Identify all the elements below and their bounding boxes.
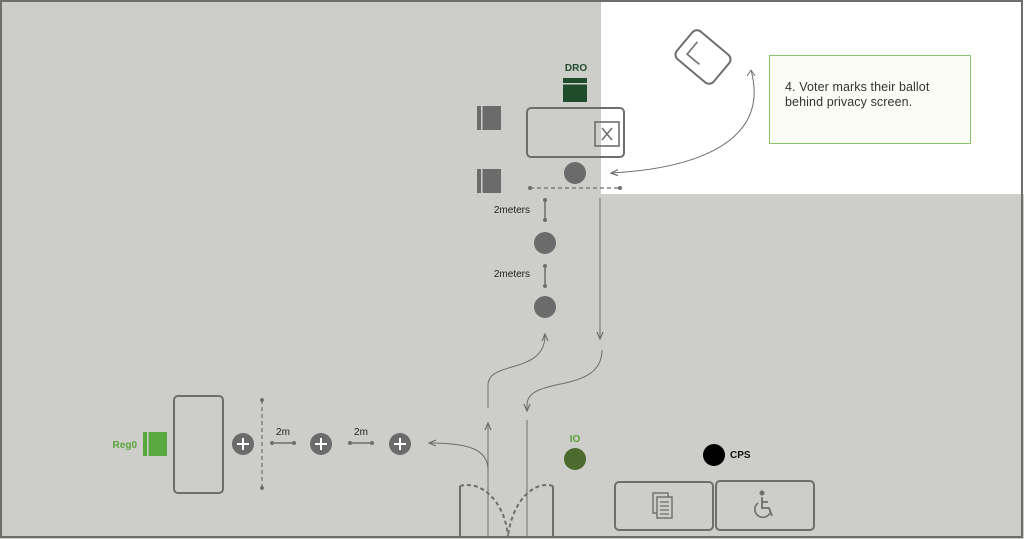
registration-table	[173, 395, 224, 494]
plus-icon	[394, 438, 406, 450]
documents-table	[614, 481, 714, 531]
distance-dot	[543, 284, 547, 288]
documents-icon	[652, 492, 673, 519]
dro-station	[563, 78, 587, 102]
callout-box	[769, 55, 971, 144]
ballot-table	[526, 107, 625, 158]
voter-at-screen	[564, 162, 586, 184]
registration-station	[143, 432, 167, 456]
distance-dot	[270, 441, 274, 445]
distance-dot	[543, 218, 547, 222]
cps-person	[703, 444, 725, 466]
privacy-screen-upper	[477, 106, 501, 130]
queued-voter-1	[534, 232, 556, 254]
entry-path-to-queue	[487, 335, 545, 408]
callout-text: 4. Voter marks their ballot behind priva…	[785, 80, 930, 109]
wheelchair-icon	[754, 490, 773, 519]
distance-label-lower: 2meters	[494, 269, 530, 280]
boundary-dot-bottom	[260, 486, 264, 490]
information-officer	[564, 448, 586, 470]
distance-label-right: 2m	[354, 427, 368, 438]
accessible-table	[715, 480, 815, 531]
dro-label: DRO	[565, 63, 587, 74]
ballot-card-icon	[674, 29, 732, 85]
cps-label: CPS	[730, 450, 751, 461]
distance-dot	[348, 441, 352, 445]
door-swing-right	[507, 483, 554, 538]
exit-path-to-door	[527, 349, 603, 410]
path-to-registration	[430, 443, 489, 471]
reg-voter-2	[310, 433, 332, 455]
boundary-dot-right	[618, 186, 622, 190]
distance-dot	[370, 441, 374, 445]
io-label: IO	[570, 434, 581, 445]
distance-label-left: 2m	[276, 427, 290, 438]
reg-voter-3	[389, 433, 411, 455]
boundary-dot-left	[528, 186, 532, 190]
distance-label-upper: 2meters	[494, 205, 530, 216]
ballot-x-icon	[594, 121, 620, 147]
privacy-screen-lower	[477, 169, 501, 193]
plus-icon	[237, 438, 249, 450]
distance-dot	[543, 198, 547, 202]
queued-voter-2	[534, 296, 556, 318]
boundary-dot-top	[260, 398, 264, 402]
reg-label: Reg0	[113, 440, 138, 451]
callout-arrow-top	[746, 69, 756, 77]
callout-arrow	[612, 69, 755, 173]
distance-dot	[292, 441, 296, 445]
plus-icon	[315, 438, 327, 450]
reg-voter-1	[232, 433, 254, 455]
distance-dot	[543, 264, 547, 268]
